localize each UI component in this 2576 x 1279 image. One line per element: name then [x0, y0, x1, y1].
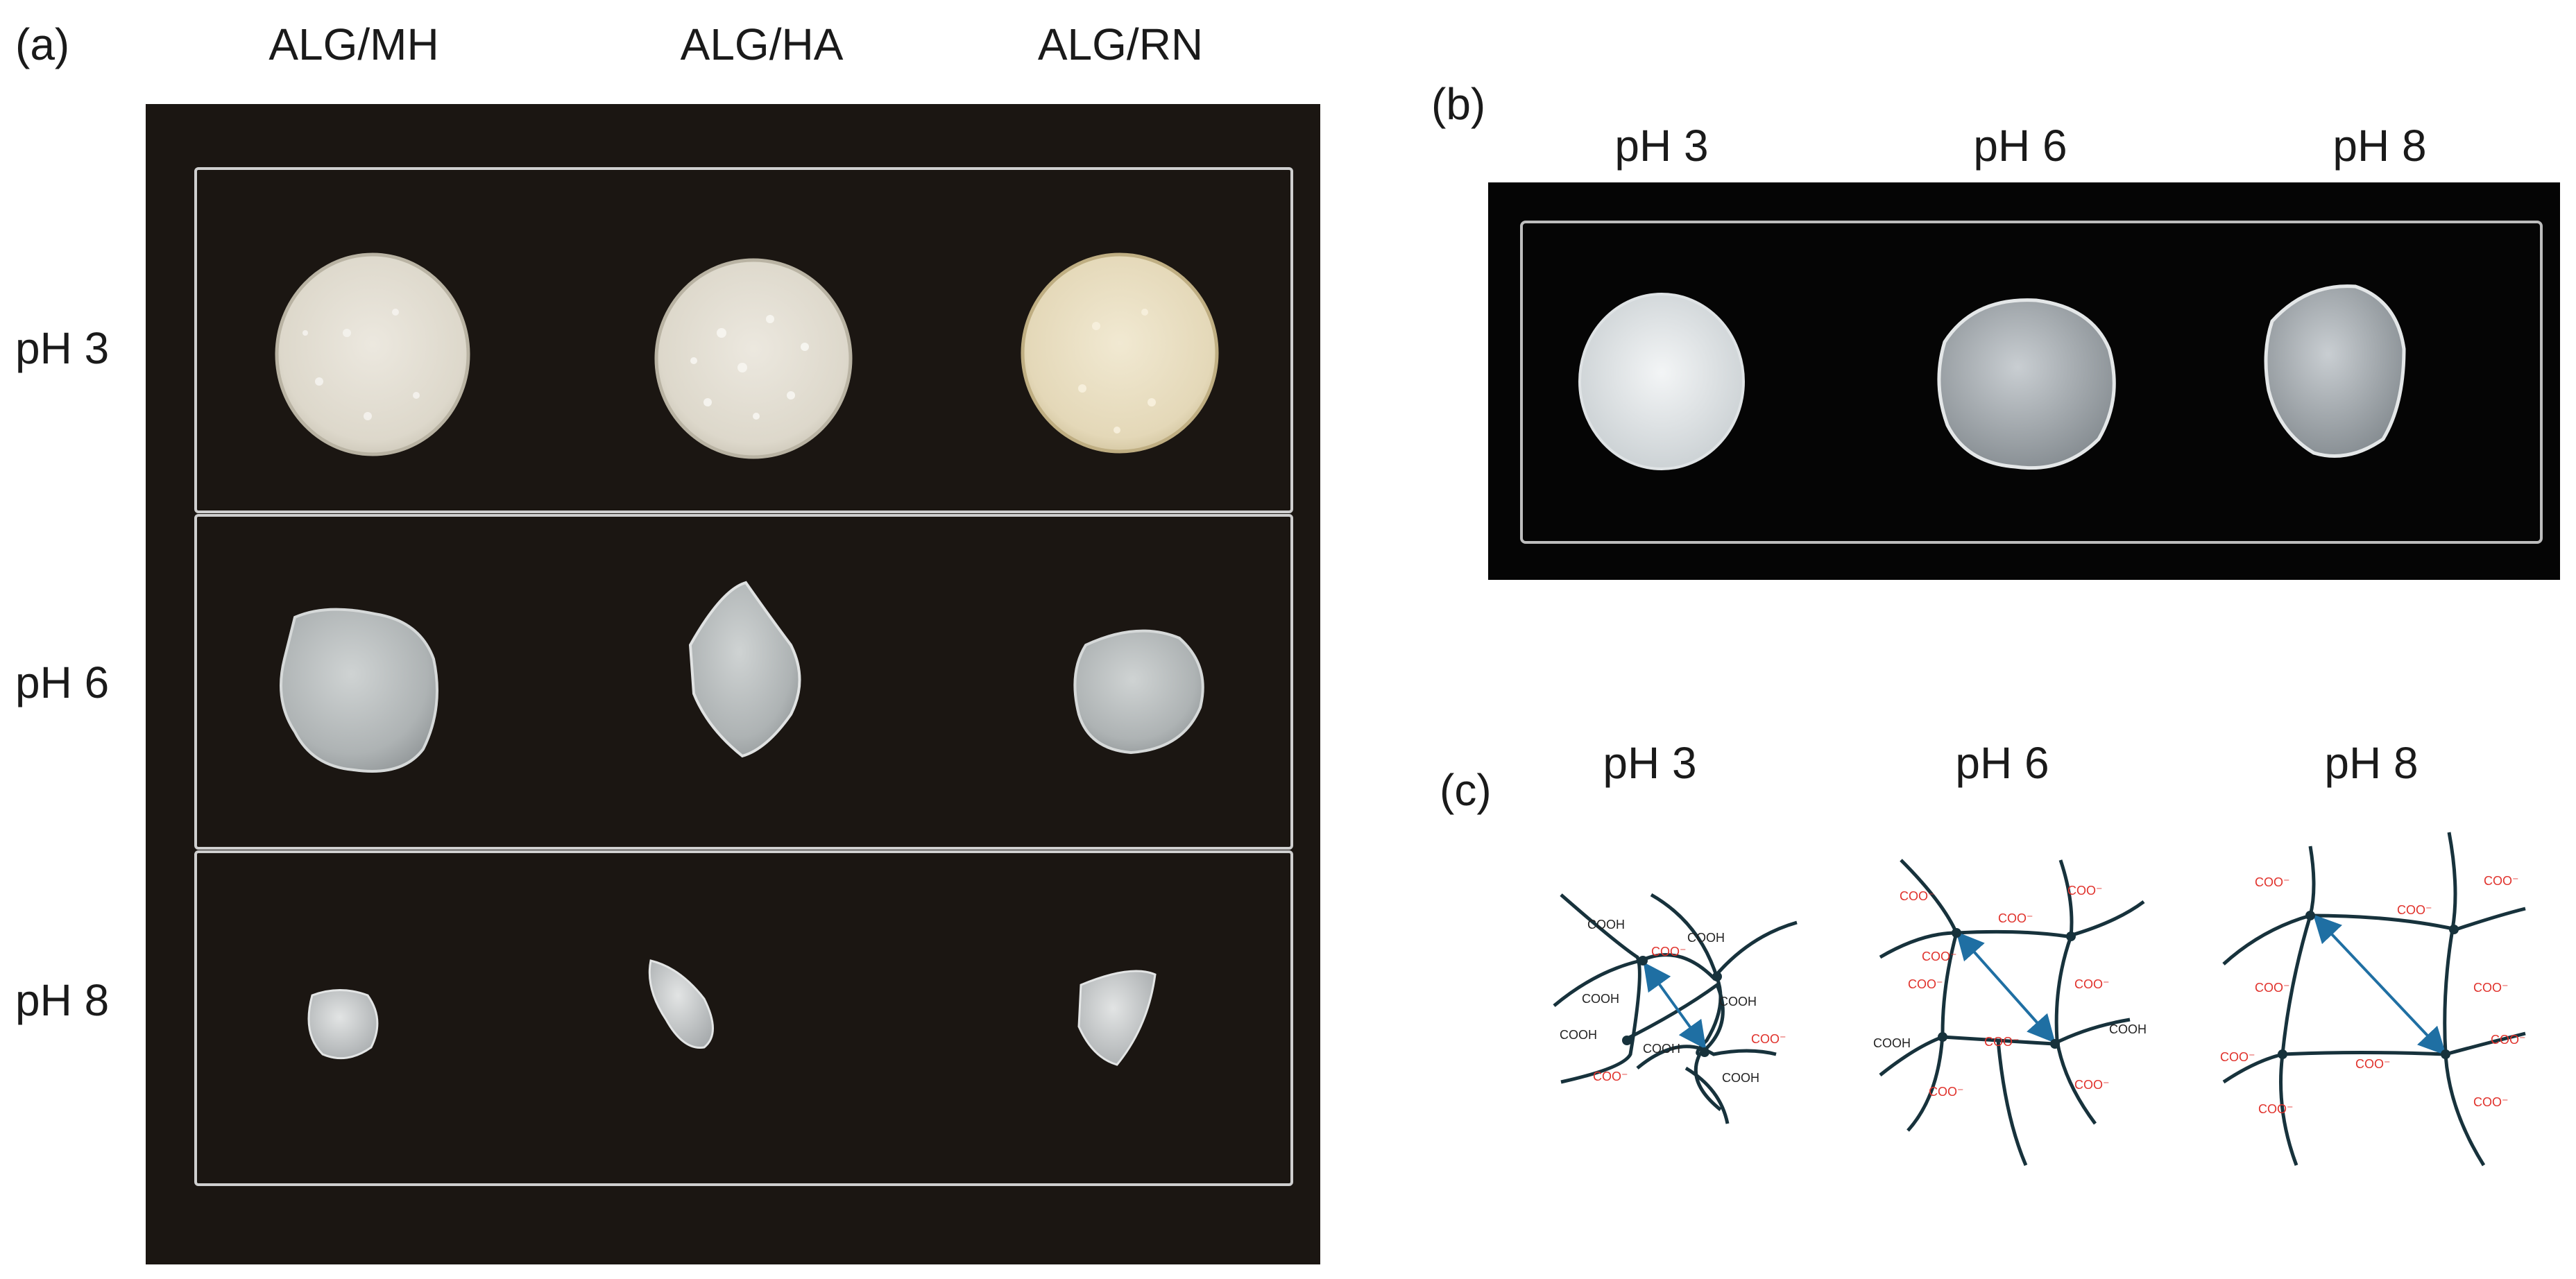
ph8-label-8: COO⁻	[2491, 1033, 2526, 1047]
ph8-label-5: COO⁻	[2473, 981, 2509, 995]
ph6-label-11: COO⁻	[2074, 1078, 2110, 1092]
gel-alg-mh-ph6	[280, 608, 438, 773]
glass-slide-b	[1520, 221, 2543, 544]
gel-alg-rn-ph8	[1077, 970, 1157, 1066]
ph6-label-10: COO⁻	[1929, 1085, 1964, 1099]
ph3-label-9: COO⁻	[1593, 1070, 1628, 1083]
ph8-label-6: COO⁻	[2220, 1050, 2255, 1064]
ph8-label-1: COO⁻	[2255, 875, 2290, 889]
ph3-label-3: COO⁻	[1651, 945, 1687, 959]
panel-a-photo-drawing	[194, 167, 1293, 1186]
disc-alg-ha-ph3	[654, 258, 853, 459]
ph3-label-6: COOH	[1560, 1028, 1597, 1042]
ph3-label-5: COOH	[1719, 995, 1757, 1008]
mesh-arrow-ph3	[1643, 962, 1707, 1049]
ph6-label-7: COOH	[1873, 1036, 1911, 1050]
panel-a-col-3: ALG/RN	[1037, 19, 1204, 69]
panel-b-photo	[1488, 182, 2560, 580]
panel-c-col-3: pH 8	[2324, 738, 2419, 788]
ph6-label-9: COOH	[2109, 1022, 2147, 1036]
ph6-label-3: COO⁻	[2067, 884, 2103, 898]
ph8-label-7: COO⁻	[2355, 1057, 2391, 1071]
panel-b-col-3: pH 8	[2332, 121, 2427, 171]
gel-alg-rn-ph6	[1073, 629, 1204, 755]
network-ph8	[2222, 832, 2526, 1167]
panel-b-col-1: pH 3	[1614, 121, 1709, 171]
ph6-label-4: COO⁻	[1922, 950, 1957, 963]
glass-slides	[194, 167, 1293, 1186]
ph8-label-4: COO⁻	[2255, 981, 2290, 995]
panel-c-letter: (c)	[1440, 765, 1492, 815]
ph3-label-1: COOH	[1587, 918, 1625, 932]
panel-a-col-1: ALG/MH	[268, 19, 439, 69]
mesh-arrow-ph8	[2313, 914, 2446, 1056]
ph8-label-9: COO⁻	[2258, 1102, 2294, 1116]
panel-a-letter: (a)	[15, 19, 70, 69]
panel-a-row-1: pH 3	[15, 323, 110, 373]
panel-a-photo	[146, 104, 1320, 1264]
gel-b-ph3	[1578, 293, 1745, 470]
panel-a-col-2: ALG/HA	[680, 19, 844, 69]
mesh-arrow-ph6	[1956, 932, 2056, 1043]
ph8-label-3: COO⁻	[2484, 874, 2519, 888]
ph6-label-8: COO⁻	[1984, 1035, 2020, 1049]
panel-a-row-2: pH 6	[15, 658, 110, 707]
gel-b-ph6	[1937, 298, 2116, 470]
ph6-label-6: COO⁻	[2074, 977, 2110, 991]
ph3-label-7: COOH	[1643, 1042, 1680, 1056]
panel-b-col-2: pH 6	[1973, 121, 2067, 171]
ph3-label-8: COO⁻	[1751, 1032, 1786, 1046]
panel-a-row-3: pH 8	[15, 975, 110, 1025]
gel-alg-ha-ph8	[648, 959, 714, 1049]
gel-alg-mh-ph8	[307, 989, 379, 1060]
network-ph6	[1879, 859, 2145, 1166]
panel-c-col-2: pH 6	[1955, 738, 2049, 788]
glass-slide-top	[194, 167, 1293, 513]
ph8-label-10: COO⁻	[2473, 1095, 2509, 1109]
ph6-label-2: COO⁻	[1998, 911, 2033, 925]
panel-b-letter: (b)	[1431, 79, 1486, 129]
disc-alg-rn-ph3	[1021, 252, 1219, 454]
disc-alg-mh-ph3	[275, 252, 470, 456]
ph3-label-2: COOH	[1687, 931, 1725, 945]
ph3-label-4: COOH	[1582, 992, 1619, 1006]
glass-slide-middle	[194, 514, 1293, 850]
gel-alg-ha-ph6	[688, 581, 801, 758]
panel-c-col-1: pH 3	[1603, 738, 1697, 788]
ph8-label-2: COO⁻	[2397, 903, 2432, 917]
gel-b-ph8	[2264, 284, 2406, 458]
ph3-label-10: COOH	[1722, 1071, 1759, 1085]
glass-slide-bottom	[194, 850, 1293, 1186]
network-ph3	[1553, 893, 1798, 1124]
ph6-label-1: COO⁻	[1900, 889, 1935, 903]
panel-b-photo-drawing	[1520, 221, 2543, 544]
ph6-label-5: COO⁻	[1908, 977, 1943, 991]
